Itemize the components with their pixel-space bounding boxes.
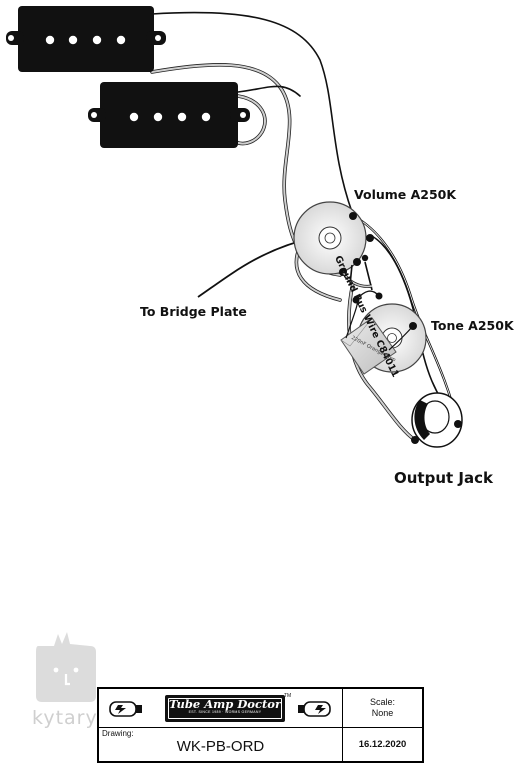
scale-cell: Scale: None: [343, 689, 422, 727]
brand-subtitle: EST. SINCE 1989 · WORMS GERMANY: [188, 710, 262, 714]
tube-icon: [109, 701, 142, 717]
output-jack: [411, 392, 463, 448]
pickup-upper: [6, 6, 166, 72]
volume-pot: [293, 201, 374, 291]
scale-label: Scale:: [369, 697, 395, 707]
brand-name: Tube Amp Doctor: [168, 697, 282, 711]
tube-icon: [298, 701, 331, 717]
brand-logo: Tube Amp Doctor EST. SINCE 1989 · WORMS …: [165, 695, 285, 722]
drawing-cell: Drawing: WK-PB-ORD: [99, 728, 343, 762]
title-block-top-row: [99, 689, 422, 728]
kytary-logo-icon: [36, 632, 96, 702]
output-jack-label: Output Jack: [394, 469, 493, 487]
bridge-plate-label: To Bridge Plate: [140, 304, 247, 319]
tone-pot-label: Tone A250K: [431, 318, 514, 333]
drawing-number: WK-PB-ORD: [176, 738, 265, 755]
drawing-date: 16.12.2020: [358, 739, 407, 750]
pickup-wires-black: [151, 11, 353, 213]
volume-pot-label: Volume A250K: [354, 187, 457, 202]
trademark-mark: TM: [284, 693, 292, 699]
brand-cell: Tube Amp Doctor EST. SINCE 1989 · WORMS …: [99, 689, 343, 727]
capacitor: [340, 299, 414, 375]
drawing-label: Drawing:: [102, 729, 134, 738]
scale-value: None: [371, 708, 394, 718]
title-block: Tube Amp Doctor EST. SINCE 1989 · WORMS …: [97, 687, 424, 763]
kytary-watermark: kytary: [32, 707, 98, 729]
pickup-lower: [88, 82, 250, 148]
